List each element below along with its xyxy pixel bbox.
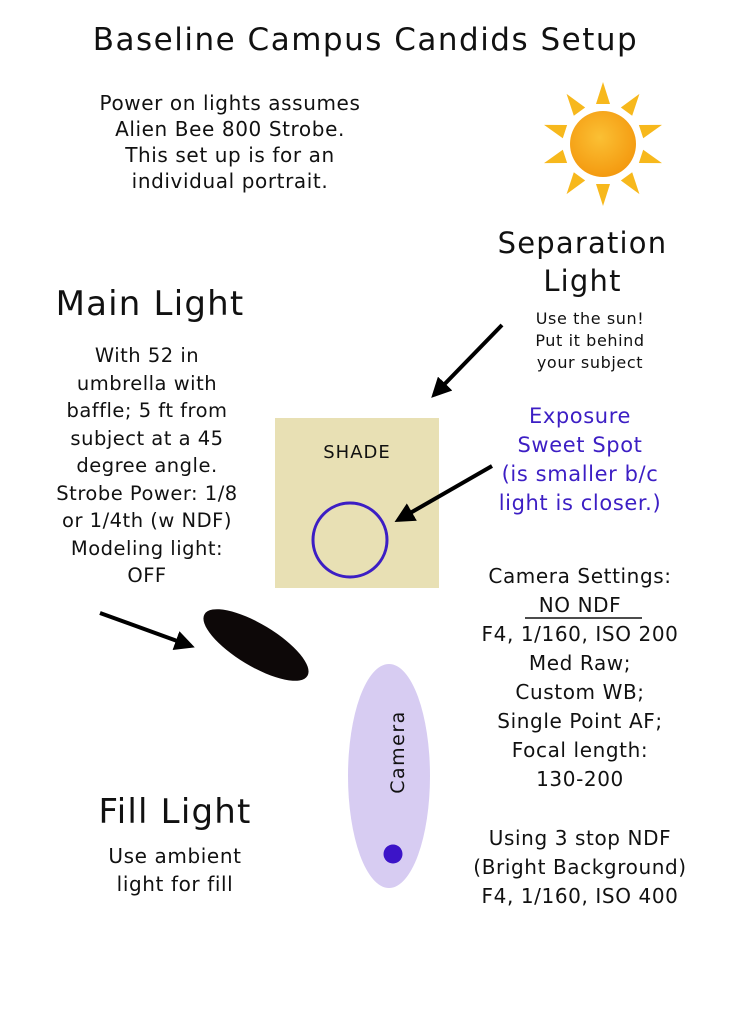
ndf-settings: Using 3 stop NDF (Bright Background) F4,… [440, 824, 720, 911]
main-light-strobe-icon [203, 609, 309, 681]
camera-settings-line: F4, 1/160, ISO 200 [481, 622, 679, 646]
ndf-line: F4, 1/160, ISO 400 [481, 884, 679, 908]
intro-line: Power on lights assumes [99, 91, 361, 115]
fill-note-line: light for fill [116, 872, 234, 896]
sun-core [570, 111, 636, 177]
main-light-arrow [99, 611, 195, 650]
exposure-sweet-spot-circle [311, 501, 389, 579]
sun-ray [638, 149, 662, 164]
main-light-note: With 52 in umbrella with baffle; 5 ft fr… [22, 342, 272, 590]
separation-light-arrow [431, 323, 504, 398]
main-note-line: degree angle. [76, 454, 218, 477]
fill-light-title: Fill Light [98, 792, 252, 832]
main-note-line: Modeling light: [70, 536, 224, 560]
sun-ray [544, 124, 568, 139]
separation-note-line: your subject [536, 353, 644, 372]
exposure-line: Exposure [528, 404, 632, 428]
sun-rays [544, 82, 662, 206]
separation-note-line: Use the sun! [535, 309, 645, 328]
separation-note-line: Put it behind [535, 331, 645, 350]
sun-ray [544, 149, 568, 164]
fill-note-line: Use ambient [108, 844, 242, 868]
exposure-line: Sweet Spot [517, 433, 643, 457]
main-note-line: subject at a 45 [70, 426, 224, 450]
separation-title-line: Separation [497, 226, 668, 260]
sun-ray [566, 172, 586, 195]
separation-light-note: Use the sun! Put it behind your subject [500, 308, 680, 374]
main-note-line: baffle; 5 ft from [66, 399, 228, 422]
camera-label: Camera [387, 710, 409, 794]
main-note-line: Strobe Power: 1/8 [56, 481, 238, 505]
sun-ray [596, 82, 610, 104]
exposure-line: light is closer.) [498, 491, 662, 515]
exposure-line: (is smaller b/c [501, 462, 659, 486]
sun-ray [620, 93, 640, 116]
sun-ray [566, 93, 586, 116]
camera-settings-line: Single Point AF; [497, 709, 663, 733]
sweet-spot-arrow [394, 464, 493, 522]
intro-line: Alien Bee 800 Strobe. [115, 117, 345, 141]
camera-settings-line: 130-200 [536, 767, 624, 791]
ndf-line: (Bright Background) [473, 855, 687, 879]
camera-body [348, 664, 430, 888]
intro-text: Power on lights assumes Alien Bee 800 St… [60, 90, 400, 194]
sun-ray [620, 172, 640, 195]
camera-lens-dot [383, 844, 403, 864]
intro-line: individual portrait. [131, 169, 329, 193]
main-note-line: With 52 in [94, 344, 200, 367]
sun-ray [638, 124, 662, 139]
intro-line: This set up is for an [125, 143, 335, 167]
main-note-line: OFF [127, 564, 167, 587]
camera-settings-subheading: NO NDF [538, 593, 622, 617]
sun-ray [596, 184, 610, 206]
ndf-line: Using 3 stop NDF [488, 826, 672, 850]
camera-settings-line: Med Raw; [528, 651, 632, 675]
camera-settings-line: Focal length: [511, 738, 649, 762]
camera-settings-heading: Camera Settings: [488, 564, 672, 588]
main-light-title: Main Light [55, 284, 245, 324]
camera-settings: Camera Settings: NO NDF F4, 1/160, ISO 2… [440, 562, 720, 794]
separation-title-line: Light [543, 264, 622, 298]
sun-icon [544, 82, 662, 206]
shade-label: SHADE [323, 442, 391, 463]
main-note-line: or 1/4th (w NDF) [62, 509, 232, 532]
main-note-line: umbrella with [76, 371, 218, 395]
camera-settings-line: Custom WB; [515, 680, 645, 704]
exposure-sweet-spot-label: Exposure Sweet Spot (is smaller b/c ligh… [470, 402, 690, 518]
separation-light-title: Separation Light [470, 224, 695, 300]
page-title: Baseline Campus Candids Setup [92, 22, 639, 58]
fill-light-note: Use ambient light for fill [60, 842, 290, 898]
